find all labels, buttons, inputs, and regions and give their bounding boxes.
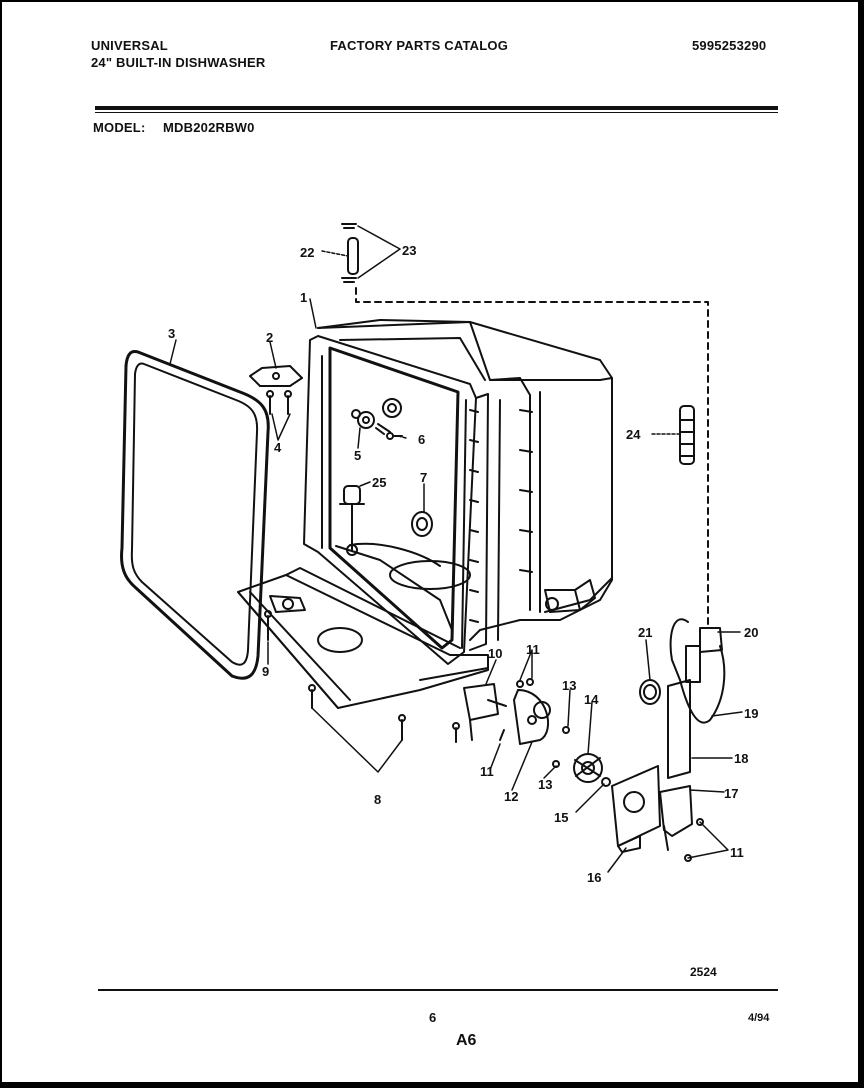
callout-leader-lines [169,225,743,873]
callout-6: 6 [418,432,425,447]
page-number: 6 [429,1010,437,1025]
dashed-connection-line [355,287,709,629]
callout-19: 19 [744,706,758,721]
vent-hose [341,223,359,283]
callout-21: 21 [638,625,652,640]
callout-4: 4 [274,440,282,455]
callout-20: 20 [744,625,758,640]
callout-14: 14 [584,692,599,707]
door-panel [237,567,489,709]
callout-8: 8 [374,792,381,807]
callout-18: 18 [734,751,748,766]
catalog-title: FACTORY PARTS CATALOG [330,38,509,53]
hinge-bracket [249,365,303,415]
product-description: 24" BUILT-IN DISHWASHER [91,55,266,70]
callout-16: 16 [587,870,601,885]
catalog-number: 5995253290 [692,38,767,53]
callout-1: 1 [300,290,307,305]
callout-7: 7 [420,470,427,485]
callout-11-b: 11 [480,764,494,779]
drain-valve [339,485,365,556]
callout-17: 17 [724,786,738,801]
callout-15: 15 [554,810,568,825]
model-number: MDB202RBW0 [163,120,255,135]
callout-13-a: 13 [562,678,576,693]
door-screws [264,610,460,743]
part-callout-labels: 1 2 3 4 5 6 7 8 9 10 11 11 11 12 13 13 1… [168,243,758,885]
callout-3: 3 [168,326,175,341]
header-rule-thin [95,112,778,113]
spray-arm-hub-parts [351,398,403,440]
callout-13-b: 13 [538,777,552,792]
fill-hose [669,618,726,724]
drawing-code: 2524 [690,965,717,979]
callout-24: 24 [626,427,641,442]
channel-part [667,679,691,779]
date-code: 4/94 [748,1012,770,1024]
spring-part [679,405,695,465]
callout-5: 5 [354,448,361,463]
door-gasket [120,350,270,680]
callout-10: 10 [488,646,502,661]
brand-name: UNIVERSAL [91,38,168,53]
model-label: MODEL: [93,120,146,135]
pump-motor-parts [463,678,704,862]
callout-12: 12 [504,789,518,804]
tub-assembly [303,319,613,665]
section-code: A6 [456,1032,477,1049]
callout-9: 9 [262,664,269,679]
callout-11-c: 11 [730,845,744,860]
callout-25: 25 [372,475,386,490]
header-rule-thick [95,106,778,110]
callout-2: 2 [266,330,273,345]
sump-seal-ring [411,511,433,537]
footer-rule [98,989,778,991]
callout-23: 23 [402,243,416,258]
callout-22: 22 [300,245,314,260]
callout-11-a: 11 [526,642,540,657]
